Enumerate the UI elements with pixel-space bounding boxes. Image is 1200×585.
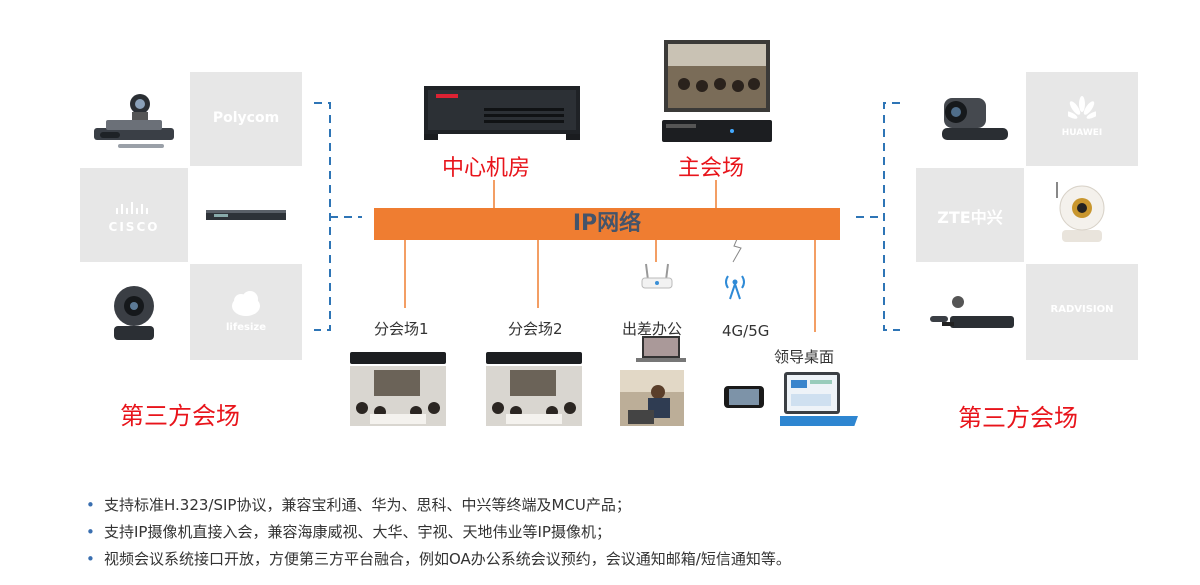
- ip-network-bar: [374, 208, 840, 240]
- huawei-logo: HUAWEI: [1026, 72, 1138, 166]
- radvision-terminal-icon: [930, 296, 1014, 328]
- zte-logo: ZTE中兴: [916, 168, 1024, 262]
- radvision-logo: RADVISION: [1026, 264, 1138, 360]
- huawei-logo-text: HUAWEI: [1061, 128, 1103, 138]
- cell-tower-icon: [725, 275, 745, 300]
- ip-camera-image: [1026, 168, 1138, 262]
- wifi-router-image: [640, 262, 674, 292]
- conference-room-screen-icon: [662, 40, 772, 142]
- orange-connectors: [404, 180, 816, 332]
- huawei-petal-icon: [1068, 96, 1096, 119]
- smartphone-image: [724, 386, 764, 408]
- third-party-left-label: 第三方会场: [120, 402, 240, 430]
- cisco-logo: CISCO: [80, 168, 188, 262]
- radvision-logo-text: RADVISION: [1050, 304, 1114, 315]
- feature-bullet-list: • 支持标准H.323/SIP协议，兼容宝利通、华为、思科、中兴等终端及MCU产品…: [86, 492, 791, 573]
- polycom-logo-text: Polycom: [212, 110, 280, 126]
- cisco-codec-image: [190, 168, 302, 262]
- conference-room-icon: [350, 352, 446, 426]
- lifesize-cloud-icon: [232, 291, 260, 316]
- ptz-camera-icon: [942, 98, 1008, 140]
- mobile-label: 4G/5G: [722, 322, 770, 340]
- polycom-logo: Polycom: [190, 72, 302, 166]
- polycom-terminal-image: [80, 72, 188, 166]
- branch2-label: 分会场2: [508, 320, 563, 338]
- wifi-router-icon: [641, 263, 673, 289]
- center-room-label: 中心机房: [442, 156, 531, 181]
- leader-tablet-image: [774, 372, 876, 428]
- main-venue-label: 主会场: [678, 156, 745, 181]
- polycom-terminal-icon: [94, 94, 174, 148]
- bullet-dot-icon: •: [86, 523, 95, 541]
- business-trip-photo: [620, 370, 684, 426]
- branch1-label: 分会场1: [374, 320, 429, 338]
- bullet-dot-icon: •: [86, 550, 95, 568]
- branch2-room-image: [486, 352, 582, 426]
- bullet-text: 支持标准H.323/SIP协议，兼容宝利通、华为、思科、中兴等终端及MCU产品；: [104, 496, 631, 514]
- ptz-camera-icon: [114, 286, 154, 340]
- rack-codec-icon: [206, 210, 286, 220]
- bullet-text: 支持IP摄像机直接入会，兼容海康威视、大华、宇视、天地伟业等IP摄像机；: [104, 523, 611, 541]
- lifesize-logo-text: lifesize: [226, 322, 266, 333]
- bullet-dot-icon: •: [86, 496, 95, 514]
- laptop-icon: [636, 336, 686, 362]
- branch1-room-image: [350, 352, 446, 426]
- bullet-item: • 视频会议系统接口开放，方便第三方平台融合，例如OA办公系统会议预约，会议通知邮…: [86, 546, 791, 573]
- cisco-logo-text: CISCO: [108, 220, 160, 234]
- lifesize-logo: lifesize: [190, 264, 302, 360]
- left-dashed-bracket: [314, 102, 331, 331]
- center-mcu-image: [424, 80, 580, 140]
- ptz-camera-image: [916, 72, 1024, 166]
- cisco-bars-icon: [116, 202, 148, 214]
- ptz-camera-image: [80, 264, 188, 360]
- right-dashed-bracket: [883, 102, 900, 331]
- bullet-item: • 支持标准H.323/SIP协议，兼容宝利通、华为、思科、中兴等终端及MCU产品…: [86, 492, 791, 519]
- leader-desktop-label: 领导桌面: [774, 348, 835, 366]
- zte-logo-text: ZTE中兴: [937, 208, 1003, 227]
- main-venue-image: [662, 40, 772, 150]
- business-trip-label: 出差办公: [622, 320, 683, 338]
- tablet-icon: [774, 372, 858, 426]
- bullet-text: 视频会议系统接口开放，方便第三方平台融合，例如OA办公系统会议预约，会议通知邮箱…: [104, 550, 791, 568]
- ip-network-label: IP网络: [572, 211, 642, 236]
- rack-server-icon: [424, 86, 580, 140]
- business-trip-laptop-image: [636, 336, 686, 364]
- smartphone-icon: [724, 386, 764, 408]
- conference-room-icon: [486, 352, 582, 426]
- ip-camera-icon: [1056, 182, 1105, 242]
- person-with-laptop-icon: [620, 370, 684, 426]
- bullet-item: • 支持IP摄像机直接入会，兼容海康威视、大华、宇视、天地伟业等IP摄像机；: [86, 519, 791, 546]
- third-party-right-label: 第三方会场: [958, 404, 1078, 432]
- radvision-terminal-image: [916, 264, 1024, 360]
